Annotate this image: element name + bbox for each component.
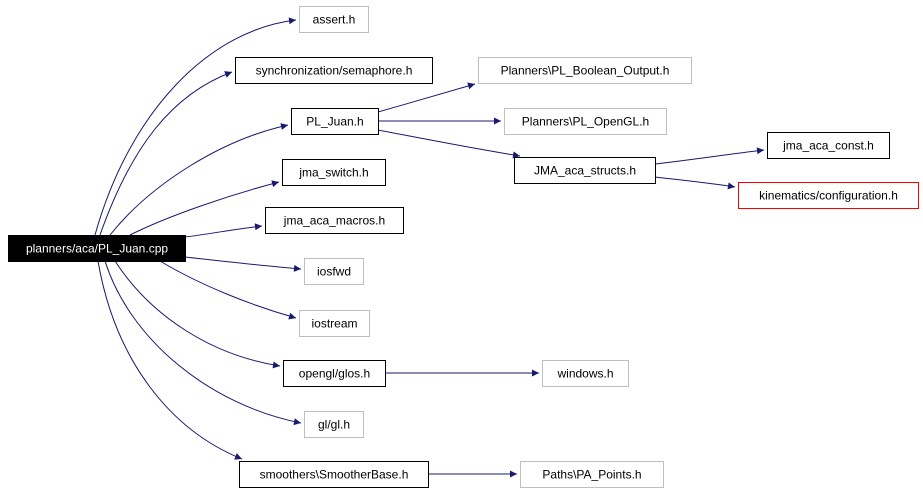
node-label-iostream: iostream (311, 317, 357, 331)
edge-root-to-iosfwd (184, 256, 302, 272)
node-label-root: planners/aca/PL_Juan.cpp (26, 242, 168, 256)
node-box-papoints[interactable] (520, 461, 664, 488)
node-label-assert: assert.h (313, 13, 356, 27)
edge-pljuan-to-structs (377, 129, 521, 159)
node-box-assert[interactable] (299, 6, 369, 33)
node-label-iosfwd: iosfwd (317, 265, 351, 279)
node-box-kinconf[interactable] (738, 182, 919, 209)
node-papoints[interactable]: Paths\PA_Points.h (520, 461, 664, 488)
node-box-pljuan[interactable] (291, 108, 379, 135)
node-label-windows: windows.h (556, 367, 613, 381)
node-label-structs: JMA_aca_structs.h (534, 164, 636, 178)
node-root[interactable]: planners/aca/PL_Juan.cpp (8, 235, 186, 262)
edge-structs-to-kinconf (654, 176, 736, 190)
node-box-glgl[interactable] (304, 411, 364, 438)
node-assert[interactable]: assert.h (299, 6, 369, 33)
edges-layer (94, 17, 765, 478)
node-windows[interactable]: windows.h (542, 360, 629, 387)
edge-structs-to-jmaconst (654, 147, 765, 165)
node-jmaconst[interactable]: jma_aca_const.h (767, 132, 890, 159)
node-label-pljuan: PL_Juan.h (306, 115, 363, 129)
node-jmaswitch[interactable]: jma_switch.h (282, 159, 386, 186)
node-glos[interactable]: opengl/glos.h (283, 360, 386, 387)
edge-root-to-jmamacros (184, 223, 263, 238)
node-label-jmaswitch: jma_switch.h (298, 166, 368, 180)
node-kinconf[interactable]: kinematics/configuration.h (738, 182, 919, 209)
node-box-root[interactable] (8, 235, 186, 262)
node-label-jmamacros: jma_aca_macros.h (283, 214, 385, 228)
node-box-glos[interactable] (283, 360, 386, 387)
node-label-plopengl: Planners\PL_OpenGL.h (522, 115, 649, 129)
node-box-jmaswitch[interactable] (282, 159, 386, 186)
edge-root-to-glos (114, 260, 281, 369)
node-label-glgl: gl/gl.h (318, 418, 350, 432)
node-iosfwd[interactable]: iosfwd (304, 258, 364, 285)
node-label-glos: opengl/glos.h (299, 367, 370, 381)
node-box-plopengl[interactable] (504, 108, 667, 135)
node-box-jmaconst[interactable] (767, 132, 890, 159)
node-box-semaphore[interactable] (235, 57, 433, 84)
edge-root-to-jmaswitch (129, 180, 280, 236)
edge-root-to-smoother (97, 260, 243, 460)
node-box-windows[interactable] (542, 360, 629, 387)
node-box-jmamacros[interactable] (265, 207, 404, 234)
node-box-iosfwd[interactable] (304, 258, 364, 285)
node-label-papoints: Paths\PA_Points.h (542, 468, 641, 482)
node-pljuan[interactable]: PL_Juan.h (291, 108, 379, 135)
node-smoother[interactable]: smoothers\SmootherBase.h (239, 461, 429, 488)
node-label-kinconf: kinematics/configuration.h (759, 189, 898, 203)
node-label-jmaconst: jma_aca_const.h (782, 139, 874, 153)
node-box-smoother[interactable] (239, 461, 429, 488)
edge-root-to-assert (94, 17, 297, 236)
edge-root-to-semaphore (99, 71, 233, 236)
edge-root-to-glgl (104, 260, 302, 426)
node-label-boolout: Planners\PL_Boolean_Output.h (501, 64, 670, 78)
node-box-structs[interactable] (514, 157, 656, 184)
node-boolout[interactable]: Planners\PL_Boolean_Output.h (478, 57, 692, 84)
edge-pljuan-to-boolout (377, 82, 476, 113)
node-box-boolout[interactable] (478, 57, 692, 84)
nodes-layer: planners/aca/PL_Juan.cpp assert.h synchron… (8, 6, 919, 488)
edge-root-to-pljuan (109, 123, 289, 236)
node-label-smoother: smoothers\SmootherBase.h (260, 468, 409, 482)
node-plopengl[interactable]: Planners\PL_OpenGL.h (504, 108, 667, 135)
node-iostream[interactable]: iostream (299, 310, 370, 337)
node-structs[interactable]: JMA_aca_structs.h (514, 157, 656, 184)
edge-root-to-iostream (159, 260, 297, 320)
node-jmamacros[interactable]: jma_aca_macros.h (265, 207, 404, 234)
node-glgl[interactable]: gl/gl.h (304, 411, 364, 438)
node-label-semaphore: synchronization/semaphore.h (256, 64, 413, 78)
node-box-iostream[interactable] (299, 310, 370, 337)
node-semaphore[interactable]: synchronization/semaphore.h (235, 57, 433, 84)
